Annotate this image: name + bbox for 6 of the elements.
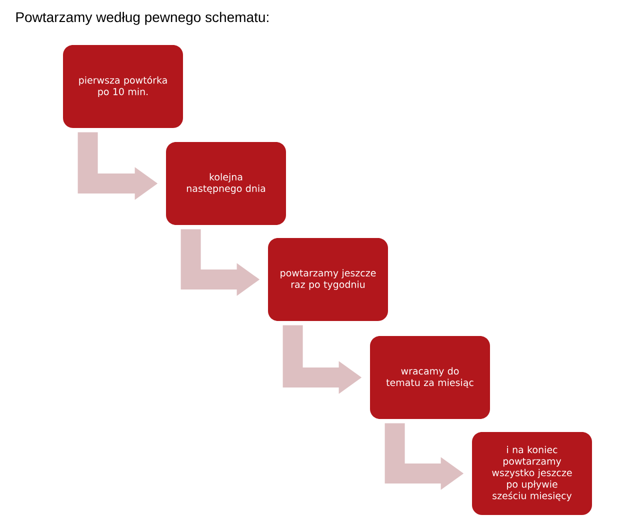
process-box: pierwsza powtórka po 10 min. — [63, 45, 183, 128]
process-box: wracamy do tematu za miesiąc — [370, 336, 490, 419]
process-box: powtarzamy jeszcze raz po tygodniu — [268, 238, 388, 321]
process-box: i na koniec powtarzamy wszystko jeszcze po upływie sześciu miesięcy — [472, 432, 592, 515]
process-box: kolejna następnego dnia — [166, 142, 286, 225]
title: Powtarzamy według pewnego schematu: — [16, 12, 268, 25]
